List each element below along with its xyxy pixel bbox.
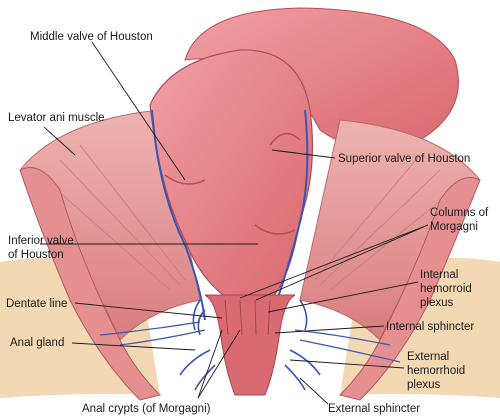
label-internal-hem-line2: hemorroid (420, 283, 472, 295)
middle-valve-fold (164, 174, 206, 185)
leader-levator-ani (43, 126, 76, 156)
leader-anal-crypts-2 (197, 329, 241, 399)
external-sphincter-right-band (339, 177, 481, 401)
leader-superior-valve (271, 149, 336, 159)
leader-internal-sphincter (274, 325, 385, 334)
label-anal-crypts: Anal crypts (of Morgagni) (82, 403, 211, 415)
label-inferior-valve-line2: of Houston (8, 249, 64, 261)
label-dentate-line: Dentate line (6, 298, 67, 310)
anal-gland (99, 321, 206, 346)
leader-columns-2 (255, 224, 429, 301)
label-internal-sphincter: Internal sphincter (386, 321, 474, 333)
leader-internal-hemorrhoid (267, 281, 419, 313)
label-external-hem-line1: External (407, 351, 449, 363)
leader-dentate-line (74, 302, 223, 319)
label-inferior-valve-line1: Inferior valve (8, 235, 74, 247)
leader-columns (239, 224, 429, 299)
columns-of-morgagni (224, 299, 271, 336)
leader-anal-crypts (197, 329, 223, 399)
label-internal-hem-line1: Internal (420, 269, 458, 281)
label-levator-ani: Levator ani muscle (8, 112, 105, 124)
anal-canal (204, 294, 296, 396)
leader-external-sphincter (299, 377, 329, 405)
label-middle-valve: Middle valve of Houston (30, 31, 153, 43)
label-anal-gland: Anal gland (10, 337, 64, 349)
label-columns-line1: Columns of (430, 207, 489, 219)
inferior-valve-fold (254, 224, 296, 235)
label-columns-line2: Morgagni (430, 221, 478, 233)
label-internal-hem-line3: plexus (420, 297, 453, 309)
label-external-hem-line2: hemorrhoid (407, 365, 465, 377)
label-external-hem-line3: plexus (407, 379, 440, 391)
rectal-vessel-right (269, 109, 309, 321)
label-external-sphincter: External sphincter (328, 403, 420, 415)
leader-anal-gland (71, 342, 196, 351)
label-superior-valve: Superior valve of Houston (338, 153, 470, 165)
superior-valve-fold (269, 132, 301, 146)
leader-middle-valve (91, 41, 186, 181)
leader-external-hemorrhoid (289, 359, 405, 369)
rectal-vessel-left (151, 109, 206, 321)
external-sphincter-left-band (19, 167, 161, 401)
